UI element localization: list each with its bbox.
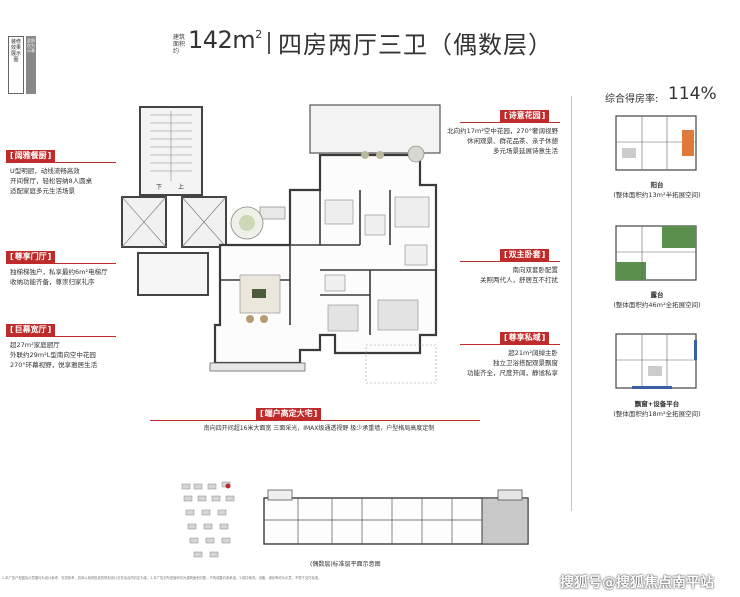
floor-plan: 下上 bbox=[121, 104, 441, 384]
area-small-label: 建筑面积约 bbox=[173, 34, 186, 55]
callout-garden-desc: 北向约17m²空中花园，270°奢阔视野 休闲观景、群花品茶、亲子休憩 多元场景… bbox=[447, 127, 558, 155]
page-title: 四房两厅三卫（偶数层） bbox=[278, 31, 553, 59]
watermark: 搜狐号@搜狐焦点南平站 bbox=[560, 575, 714, 591]
standard-floor-plan bbox=[263, 489, 529, 545]
svg-text:下: 下 bbox=[156, 184, 162, 191]
mini-plan-terrace bbox=[615, 225, 697, 281]
callout-master-line bbox=[460, 261, 560, 262]
callout-master-desc: 南向双套卧配置 关照两代人，舒居互不打扰 bbox=[480, 266, 558, 284]
mini-balcony-name: 阳台 bbox=[650, 181, 664, 189]
callout-living-tag: 巨幕宽厅 bbox=[6, 324, 56, 336]
mini-balcony-caption: (整体面积约13m²半拓展空间) bbox=[613, 191, 701, 199]
mini-plan-balcony bbox=[615, 115, 697, 171]
callout-garden-tag: 诗意花园 bbox=[500, 110, 550, 122]
callout-dining-line bbox=[6, 162, 116, 163]
callout-foyer-desc: 独梯梯独户，私享最约6m²电梯厅 收纳功能齐备，尊崇归家礼序 bbox=[10, 268, 108, 286]
callout-private-desc: 超21m²阔绰主卧 独立卫浴搭配观景飘窗 功能齐全，尺度开阔，静谧私享 bbox=[467, 349, 558, 377]
vertical-tag: 装修效果展示图 bbox=[8, 36, 24, 94]
mini-terrace-caption: (整体面积约46m²全拓展空间) bbox=[613, 301, 701, 309]
mini-baywindow-caption: (整体面积约18m²全拓展空间) bbox=[613, 410, 701, 418]
callout-private-line bbox=[460, 344, 560, 345]
callout-master-tag: 双主卧套 bbox=[500, 249, 550, 261]
callout-dining-desc: U型明厨，动线流畅高效 开间餐厅，轻松容纳8人圆桌 适配家庭多元生活场景 bbox=[10, 167, 93, 195]
callout-garden-line bbox=[460, 122, 560, 123]
mini-plan-baywindow bbox=[615, 333, 697, 389]
standard-plan-caption: (偶数层)标准层平面示意图 bbox=[310, 561, 381, 568]
svg-text:上: 上 bbox=[178, 183, 184, 191]
site-plan bbox=[181, 481, 235, 558]
callout-foyer-line bbox=[6, 263, 116, 264]
footnote: 1.本广告户型图及示意图均为设计参考，仅供参考，具体以政府批准的规划设计文件及合… bbox=[2, 576, 322, 580]
callout-living-desc: 超27m²家庭厨厅 外联约29m²L型南向空中花园 270°环幕视野，悦享雅居生… bbox=[10, 341, 98, 369]
rate-label: 综合得房率: bbox=[605, 94, 659, 105]
callout-dining-tag: 阔雅餐厨 bbox=[6, 150, 56, 162]
vertical-tag-secondary: 此图仅为示意 bbox=[26, 36, 36, 94]
mini-terrace-name: 露台 bbox=[650, 291, 664, 299]
mini-baywindow-name: 飘窗+设备平台 bbox=[634, 400, 680, 408]
callout-foyer-tag: 尊享门厅 bbox=[6, 251, 56, 263]
callout-living-line bbox=[6, 336, 116, 337]
rate-value: 114% bbox=[668, 84, 717, 104]
panel-divider bbox=[571, 96, 572, 511]
header-separator bbox=[268, 32, 270, 54]
callout-bottom-tag: 端户高定大宅 bbox=[256, 408, 322, 420]
area-value: 142m2 bbox=[188, 26, 262, 54]
callout-bottom-desc: 南向四开间超16米大面宽 三面采光，IMAX级通透视野 极少承重墙，户型格局高度… bbox=[203, 425, 435, 432]
callout-bottom-line bbox=[150, 420, 480, 421]
callout-private-tag: 尊享私域 bbox=[500, 332, 550, 344]
